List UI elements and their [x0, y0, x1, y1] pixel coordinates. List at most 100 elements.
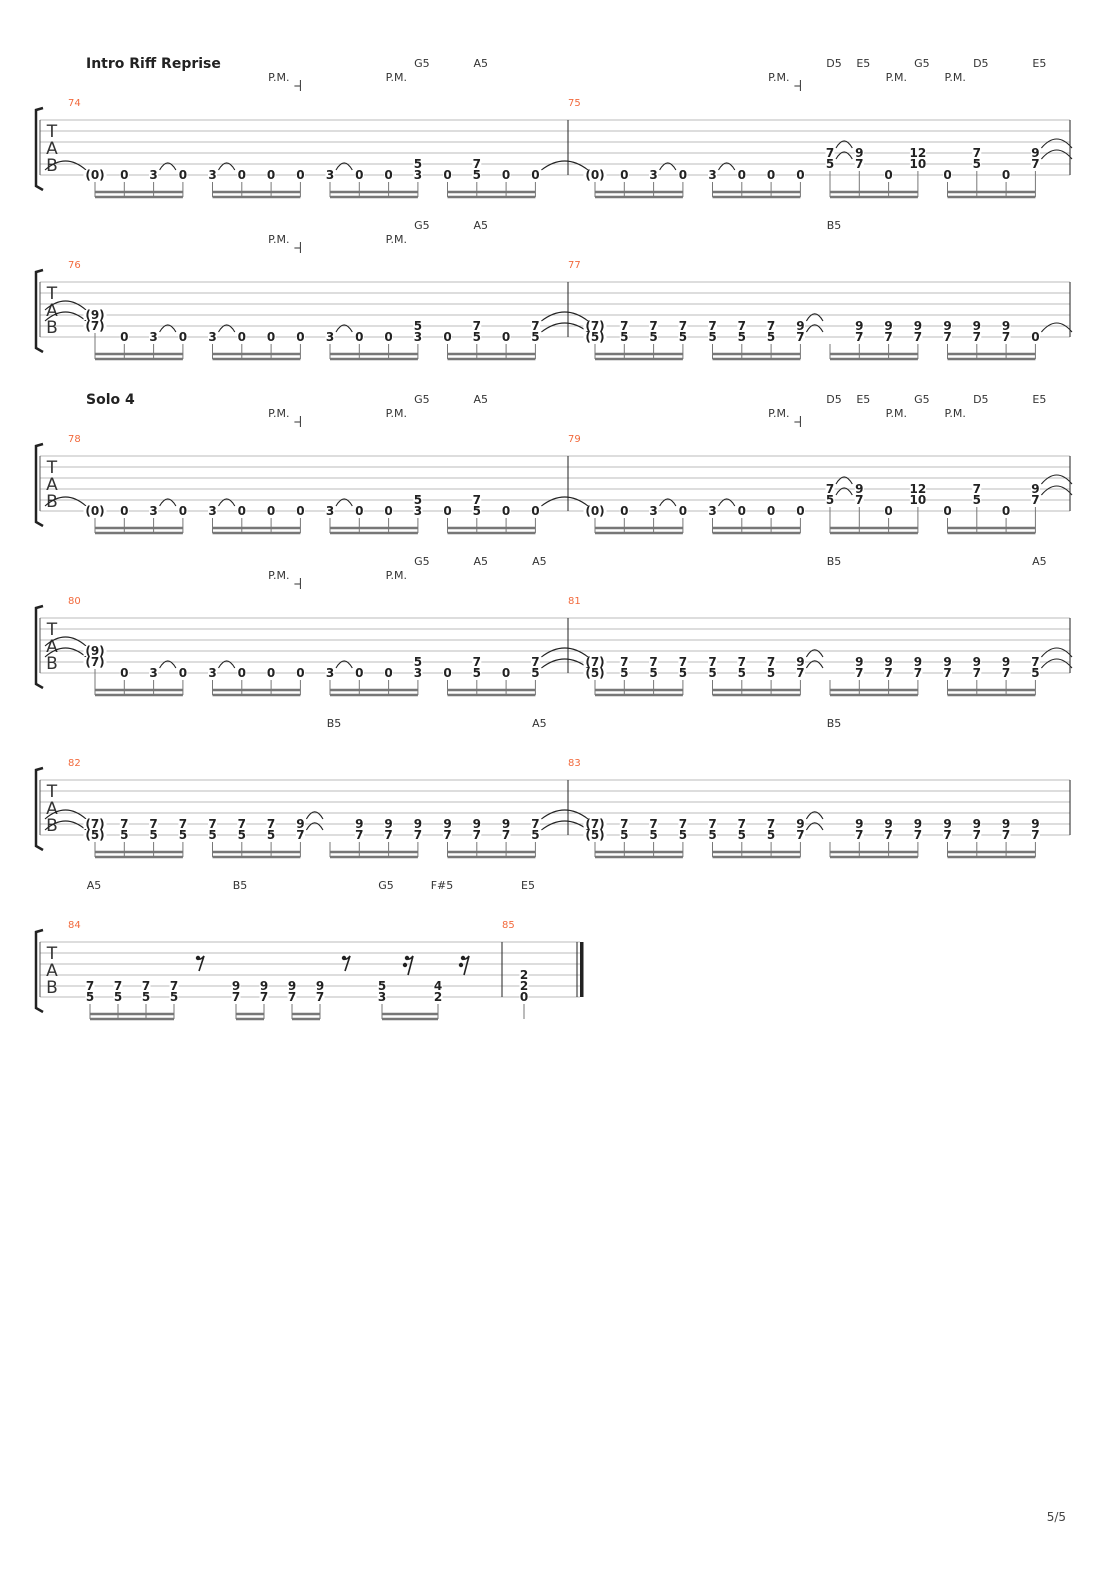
fret-background [583, 830, 607, 840]
fret-background [737, 830, 747, 840]
fret-background [413, 159, 423, 169]
fret-number: 3 [149, 168, 157, 182]
fret-background [972, 819, 982, 829]
fret-number: 7 [473, 655, 481, 669]
fret-background [884, 819, 894, 829]
fret-number: 2 [520, 979, 528, 993]
fret-number: 5 [414, 319, 422, 333]
fret-number: 7 [267, 817, 275, 831]
fret-number: 7 [414, 828, 422, 842]
fret-number: 5 [414, 157, 422, 171]
fret-number: 7 [1002, 666, 1010, 680]
fret-background [266, 819, 276, 829]
fret-number: 5 [708, 828, 716, 842]
fret-number: 2 [520, 968, 528, 982]
fret-background [530, 332, 540, 342]
fret-background [1001, 321, 1011, 331]
fret-number: 5 [414, 493, 422, 507]
fret-background [678, 332, 688, 342]
fret-background [237, 332, 247, 342]
tie-arc [541, 820, 589, 831]
fret-number: 9 [443, 817, 451, 831]
fret-number: 3 [149, 504, 157, 518]
fret-background [413, 657, 423, 667]
tie-arc [44, 636, 87, 647]
tie-arc [218, 162, 236, 171]
tab-clef-letter: T [46, 782, 58, 802]
fret-number: 3 [326, 168, 334, 182]
fret-number: 9 [914, 817, 922, 831]
fret-number: 0 [679, 504, 687, 518]
fret-number: 7 [767, 817, 775, 831]
fret-number: 9 [1031, 146, 1039, 160]
fret-number: 5 [738, 330, 746, 344]
fret-background [619, 668, 629, 678]
tab-clef-letter: T [46, 284, 58, 304]
fret-number: 5 [649, 330, 657, 344]
fret-background [649, 321, 659, 331]
fret-background [913, 830, 923, 840]
fret-background [472, 495, 482, 505]
fret-background [766, 830, 776, 840]
fret-number: 5 [708, 666, 716, 680]
fret-number: 0 [443, 168, 451, 182]
fret-background [972, 495, 982, 505]
fret-number: 9 [473, 817, 481, 831]
fret-background [1030, 668, 1040, 678]
fret-number: 7 [473, 157, 481, 171]
fret-background [472, 819, 482, 829]
fret-number: 7 [208, 817, 216, 831]
fret-number: 7 [1002, 330, 1010, 344]
chord-name: E5 [1032, 57, 1046, 70]
fret-number: 7 [232, 990, 240, 1004]
rest-dot [402, 962, 408, 968]
fret-background [149, 819, 159, 829]
fret-background [583, 819, 607, 829]
fret-number: 0 [884, 504, 892, 518]
fret-number: (5) [585, 330, 604, 344]
fret-number: 7 [738, 655, 746, 669]
tie-arc [541, 322, 589, 333]
fret-background [384, 830, 394, 840]
fret-number: 3 [326, 330, 334, 344]
fret-number: 3 [326, 666, 334, 680]
fret-background [354, 830, 364, 840]
tab-clef-letter: A [46, 799, 58, 819]
fret-number: 5 [679, 828, 687, 842]
fret-background [295, 819, 305, 829]
fret-background [472, 170, 482, 180]
fret-background [1001, 657, 1011, 667]
chord-name: G5 [414, 393, 430, 406]
fret-background [737, 506, 747, 516]
fret-number: (9) [85, 308, 104, 322]
fret-background [884, 830, 894, 840]
chord-name: E5 [856, 393, 870, 406]
fret-background [913, 321, 923, 331]
fret-number: 0 [384, 168, 392, 182]
chord-name: G5 [414, 57, 430, 70]
chord-name: G5 [414, 219, 430, 232]
tie-arc [44, 647, 87, 658]
chord-name: A5 [87, 879, 102, 892]
fret-number: 7 [316, 990, 324, 1004]
fret-number: 0 [120, 330, 128, 344]
fret-number: 3 [708, 504, 716, 518]
fret-number: 5 [767, 828, 775, 842]
fret-background [884, 321, 894, 331]
fret-number: 3 [149, 666, 157, 680]
fret-background [943, 830, 952, 840]
fret-number: 7 [679, 655, 687, 669]
fret-background [909, 148, 926, 158]
chord-name: G5 [378, 879, 394, 892]
fret-background [413, 332, 423, 342]
chord-name: A5 [532, 555, 547, 568]
tie-arc [805, 660, 824, 669]
tie-arc [1040, 149, 1073, 160]
palm-mute-end-marker [294, 80, 301, 91]
tie-arc [159, 660, 177, 669]
fret-background [295, 170, 305, 180]
tie-arc [159, 498, 177, 507]
tab-clef-letter: B [46, 816, 58, 836]
